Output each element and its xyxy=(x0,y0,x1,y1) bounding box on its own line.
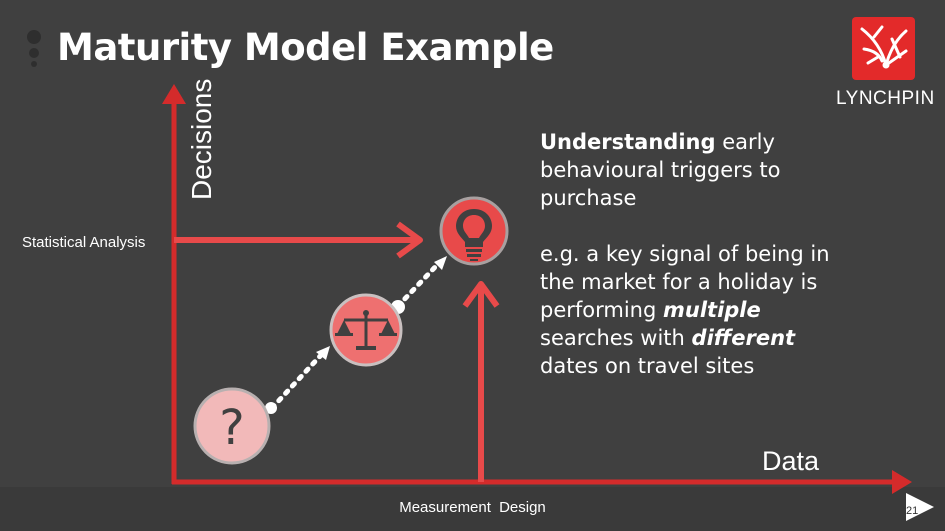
x-axis xyxy=(172,470,912,494)
dot-large xyxy=(27,30,41,44)
understanding-bold: Understanding xyxy=(540,130,716,154)
paragraph-1-rest: early behavioural triggers to purchase xyxy=(540,130,781,210)
different-emphasis: different xyxy=(691,326,796,350)
progression-connector-2 xyxy=(391,256,447,314)
y-axis xyxy=(162,84,186,484)
stage-3-lightbulb-icon xyxy=(439,196,509,266)
page-number: 21 xyxy=(906,505,919,517)
next-slide-icon[interactable] xyxy=(904,491,936,523)
description-paragraph-2: e.g. a key signal of being in the market… xyxy=(540,240,840,380)
description-paragraph-1: Understanding early behavioural triggers… xyxy=(540,128,840,212)
measurement-design-arrow xyxy=(462,281,500,482)
multiple-emphasis: multiple xyxy=(663,298,761,322)
footer-strip xyxy=(0,487,945,531)
dot-medium xyxy=(29,48,39,58)
description-text: Understanding early behavioural triggers… xyxy=(540,128,840,380)
slide-title: Maturity Model Example xyxy=(57,26,554,69)
statistical-analysis-label: Statistical Analysis xyxy=(22,234,146,251)
paragraph-2-end: dates on travel sites xyxy=(540,354,755,378)
paragraph-2-start: e.g. a key signal of being in the market… xyxy=(540,242,830,322)
paragraph-2-mid: searches with xyxy=(540,326,692,350)
logo-wordmark: LYNCHPIN xyxy=(836,88,935,109)
dot-small xyxy=(31,61,37,67)
progression-connector-1 xyxy=(265,346,330,414)
measurement-design-label: Measurement Design xyxy=(399,499,546,516)
stage-2-scales-icon xyxy=(329,293,403,367)
x-axis-label: Data xyxy=(762,446,820,476)
question-mark-symbol: ? xyxy=(219,400,244,456)
lynchpin-logo-icon xyxy=(852,17,915,80)
y-axis-label: Decisions xyxy=(186,78,217,200)
statistical-analysis-arrow xyxy=(174,221,423,259)
stage-1-question-icon: ? xyxy=(193,387,271,465)
